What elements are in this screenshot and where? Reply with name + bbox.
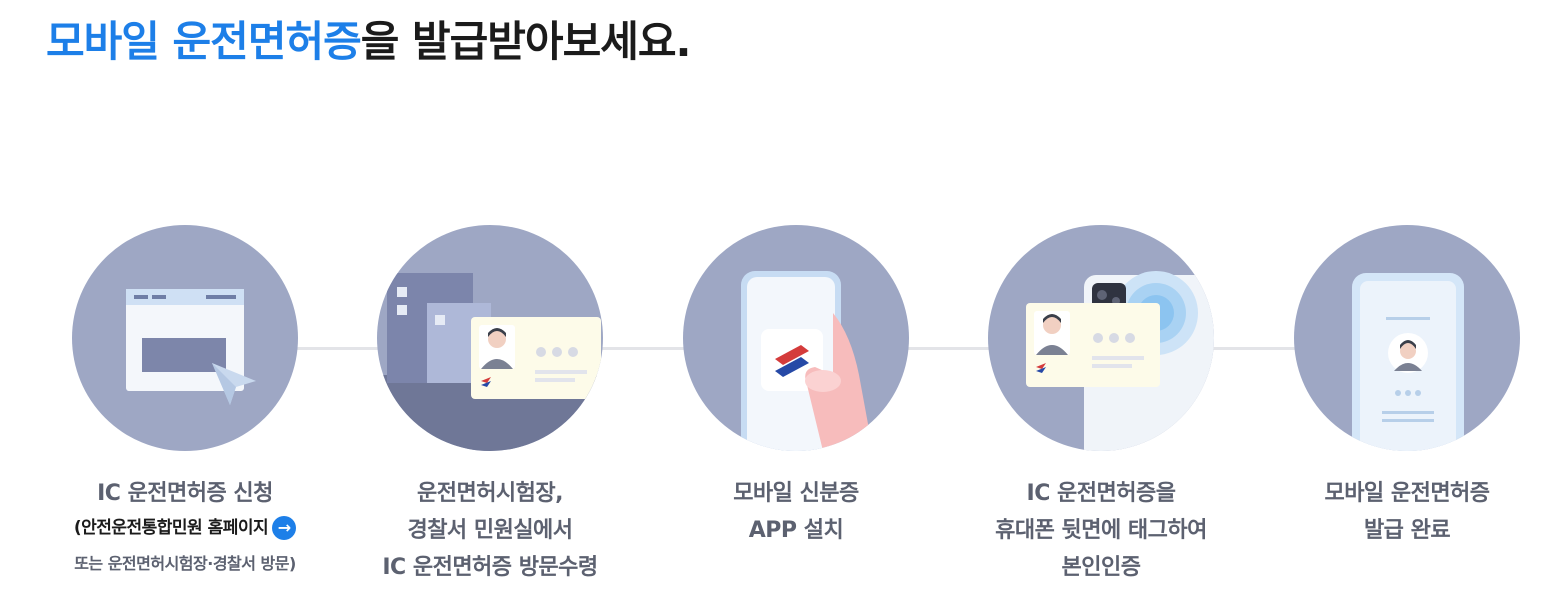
step-5: 모바일 운전면허증 발급 완료 [1294,225,1520,543]
step-caption: IC 운전면허증을 휴대폰 뒷면에 태그하여 본인인증 [951,475,1251,586]
step-caption: 모바일 운전면허증 발급 완료 [1257,475,1548,549]
step-label: 모바일 운전면허증 [1324,481,1490,506]
step-label: APP 설치 [748,518,844,543]
step-note-text: (안전운전통합민원 홈페이지 [73,518,269,538]
step-2: 운전면허시험장, 경찰서 민원실에서 IC 운전면허증 방문수령 [377,225,603,580]
step-note-secondary: 또는 운전면허시험장·경찰서 방문) [74,554,296,573]
step-label: 발급 완료 [1363,518,1451,543]
building-id-card-icon [377,225,603,451]
step-3: 모바일 신분증 APP 설치 [683,225,909,543]
step-label: IC 운전면허증을 [1026,481,1176,506]
step-4: IC 운전면허증을 휴대폰 뒷면에 태그하여 본인인증 [988,225,1214,580]
browser-window-icon [72,225,298,451]
step-label: IC 운전면허증 방문수령 [382,555,598,580]
step-label: 운전면허시험장, [416,481,564,506]
step-note: (안전운전통합민원 홈페이지→ [35,512,335,544]
step-label: 경찰서 민원실에서 [407,518,573,543]
step-1: IC 운전면허증 신청 (안전운전통합민원 홈페이지→ 또는 운전면허시험장·경… [72,225,298,573]
step-caption: IC 운전면허증 신청 (안전운전통합민원 홈페이지→ 또는 운전면허시험장·경… [35,475,335,584]
step-caption: 운전면허시험장, 경찰서 민원실에서 IC 운전면허증 방문수령 [340,475,640,586]
step-label: 휴대폰 뒷면에 태그하여 [995,518,1207,543]
phone-app-icon [683,225,909,451]
step-caption: 모바일 신분증 APP 설치 [646,475,946,549]
title-rest: 을 발급받아보세요. [360,17,692,66]
mobile-license-icon [1294,225,1520,451]
arrow-right-icon[interactable]: → [272,516,297,540]
title-highlight: 모바일 운전면허증 [46,17,362,66]
nfc-tag-icon [988,225,1214,451]
step-label: 본인인증 [1061,555,1141,580]
step-label: IC 운전면허증 신청 [97,481,273,506]
step-label: 모바일 신분증 [733,481,859,506]
page-title: 모바일 운전면허증을 발급받아보세요. [46,14,692,70]
